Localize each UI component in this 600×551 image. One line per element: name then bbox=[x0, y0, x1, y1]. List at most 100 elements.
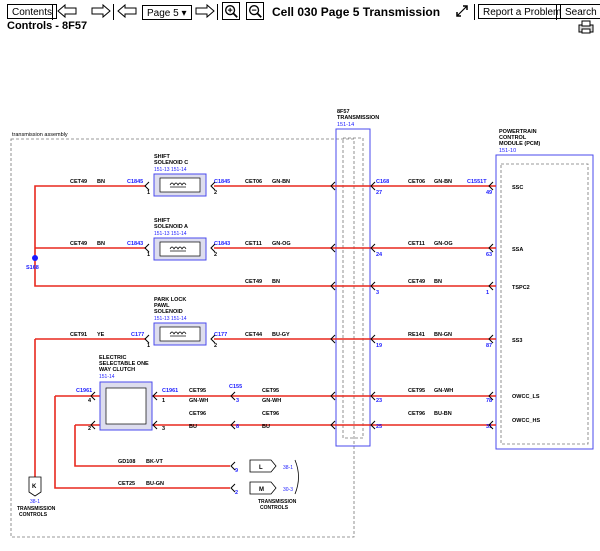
svg-text:151-13 151-14: 151-13 151-14 bbox=[154, 231, 187, 237]
pin-label: 23 bbox=[376, 398, 382, 404]
prev-page-icon[interactable] bbox=[56, 2, 78, 20]
pin-label: 78 bbox=[486, 398, 492, 404]
pin-label: 27 bbox=[376, 190, 382, 196]
wire-color: BN bbox=[97, 179, 105, 185]
connector-arrow bbox=[330, 181, 336, 191]
search-button[interactable]: Search bbox=[560, 4, 600, 19]
connector-arrow bbox=[230, 420, 236, 430]
page-title: Cell 030 Page 5 Transmission bbox=[272, 5, 441, 19]
connector-label: C1961 bbox=[76, 388, 92, 394]
wire-color: GN-WH bbox=[262, 398, 281, 404]
connector-arrow bbox=[488, 243, 494, 253]
connector-arrow bbox=[230, 461, 236, 471]
wire-label: CET06 bbox=[408, 179, 425, 185]
page-select[interactable]: Page 5 ▾ bbox=[142, 5, 192, 20]
svg-text:CONTROLS: CONTROLS bbox=[19, 512, 48, 518]
pin-label: 49 bbox=[486, 190, 492, 196]
connector-arrow bbox=[370, 281, 376, 291]
svg-text:ELECTRIC: ELECTRIC bbox=[99, 355, 127, 361]
svg-text:38-1: 38-1 bbox=[283, 465, 293, 471]
wire-cet25 bbox=[54, 396, 230, 489]
wire-color: YE bbox=[97, 332, 105, 338]
connector-label: C1845 bbox=[127, 179, 143, 185]
pcm-block bbox=[495, 154, 594, 450]
pcm-label-1: POWERTRAIN bbox=[499, 129, 537, 135]
assembly-label: transmission assembly bbox=[12, 132, 68, 138]
pcm-pin-name: SSA bbox=[512, 247, 523, 253]
pin-label: 4 bbox=[88, 398, 92, 404]
connector-arrow bbox=[210, 243, 216, 253]
page-subtitle: Controls - 8F57 bbox=[7, 20, 88, 32]
toolbar-separator bbox=[52, 4, 53, 20]
pin-label: 3 bbox=[162, 426, 165, 432]
svg-text:SHIFT: SHIFT bbox=[154, 154, 171, 160]
wire-color: BU bbox=[189, 424, 197, 430]
connector-arrow bbox=[90, 391, 96, 401]
wire-color: GN-OG bbox=[434, 241, 453, 247]
connector-arrow bbox=[488, 334, 494, 344]
wire-label: CET95 bbox=[408, 388, 425, 394]
zoom-in-icon[interactable] bbox=[222, 2, 240, 20]
assembly-boundary bbox=[10, 138, 355, 538]
pcm-pin-name: OWCC_HS bbox=[512, 418, 540, 424]
connector-arrow bbox=[370, 334, 376, 344]
wire-cet49-tspc2 bbox=[34, 258, 496, 287]
park-lock-solenoid: PARK LOCK PAWL SOLENOID 151-13 151-14 bbox=[153, 297, 207, 346]
expand-icon[interactable] bbox=[455, 4, 469, 18]
connector-arrow bbox=[144, 243, 150, 253]
wire-color: GN-BN bbox=[272, 179, 290, 185]
next-page-icon[interactable] bbox=[90, 2, 112, 20]
pin-label: 19 bbox=[376, 343, 382, 349]
connector-arrow bbox=[90, 420, 96, 430]
wire-color: BN bbox=[97, 241, 105, 247]
connector-arrow bbox=[330, 391, 336, 401]
connector-ref: 151-14 bbox=[337, 122, 354, 128]
pin-label: 31 bbox=[486, 424, 492, 430]
connector-arrow bbox=[370, 391, 376, 401]
connector-label: C177 bbox=[214, 332, 227, 338]
svg-text:SOLENOID: SOLENOID bbox=[154, 309, 183, 315]
svg-text:SHIFT: SHIFT bbox=[154, 218, 171, 224]
wire-label: CET96 bbox=[189, 411, 206, 417]
shift-solenoid-c: SHIFT SOLENOID C 151-13 151-14 bbox=[153, 154, 207, 197]
wire-label: CET49 bbox=[70, 179, 87, 185]
pin-label: 1 bbox=[147, 190, 150, 196]
wire-color: GN-WH bbox=[434, 388, 453, 394]
wire-label: CET49 bbox=[245, 279, 262, 285]
svg-text:38-1: 38-1 bbox=[30, 499, 40, 505]
contents-button[interactable]: Contents bbox=[7, 4, 58, 19]
wire-cet49-c bbox=[34, 185, 146, 258]
connector-label-2: TRANSMISSION bbox=[337, 115, 379, 121]
wire-label: CET11 bbox=[245, 241, 262, 247]
ref-l: L 38-1 bbox=[249, 459, 293, 473]
connector-arrow bbox=[488, 391, 494, 401]
trans-controls-label-mid2: CONTROLS bbox=[260, 505, 289, 511]
page-select-value: Page 5 bbox=[147, 8, 179, 19]
wire-group bbox=[34, 185, 496, 489]
connector-label: C1843 bbox=[127, 241, 143, 247]
next-section-icon[interactable] bbox=[194, 2, 216, 20]
one-way-clutch: ELECTRIC SELECTABLE ONE WAY CLUTCH 151-1… bbox=[99, 355, 153, 431]
connector-label: C1961 bbox=[162, 388, 178, 394]
wire-label: CET96 bbox=[262, 411, 279, 417]
pin-label: 2 bbox=[235, 490, 238, 496]
prev-section-icon[interactable] bbox=[116, 2, 138, 20]
svg-text:151-14: 151-14 bbox=[99, 374, 115, 380]
pin-label: 1 bbox=[486, 290, 489, 296]
svg-text:K: K bbox=[32, 484, 37, 490]
pin-label: 2 bbox=[214, 190, 217, 196]
print-icon[interactable] bbox=[578, 20, 594, 34]
wire-color: GN-WH bbox=[189, 398, 208, 404]
wire-color: BN-GN bbox=[434, 332, 452, 338]
connector-arrow bbox=[330, 281, 336, 291]
pin-label: 1 bbox=[147, 343, 150, 349]
pin-label: 8 bbox=[236, 424, 239, 430]
splice-label: S168 bbox=[26, 265, 39, 271]
splice-s168 bbox=[32, 255, 38, 261]
wire-color: BU-GY bbox=[272, 332, 290, 338]
zoom-out-icon[interactable] bbox=[246, 2, 264, 20]
connector-arrow bbox=[152, 420, 158, 430]
connector-label: C177 bbox=[131, 332, 144, 338]
report-problem-button[interactable]: Report a Problem bbox=[478, 4, 567, 19]
